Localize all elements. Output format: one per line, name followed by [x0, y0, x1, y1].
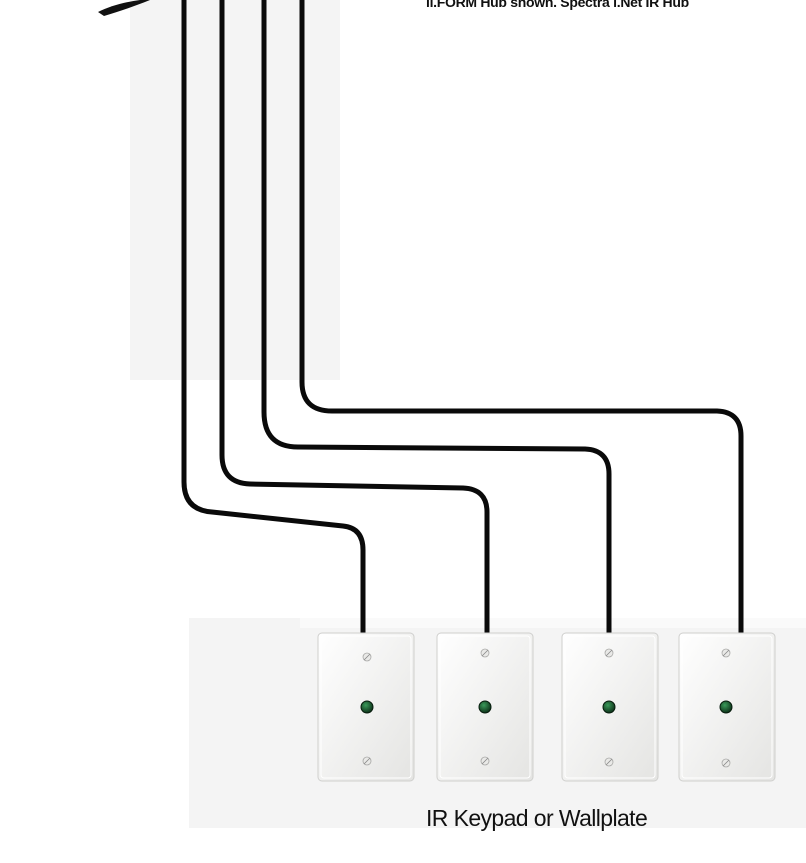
- wallplate-2: [437, 633, 533, 781]
- wallplate-4: [679, 633, 775, 781]
- ir-receiver-icon: [603, 701, 615, 713]
- wallplate-3: [562, 633, 658, 781]
- wallplate-background-inner: [300, 618, 806, 628]
- device-caption: IR Keypad or Wallplate: [426, 805, 647, 832]
- ir-receiver-icon: [720, 701, 732, 713]
- cable-4: [302, 0, 741, 640]
- ir-receiver-icon: [361, 701, 373, 713]
- ir-receiver-icon: [479, 701, 491, 713]
- wallplate-1: [318, 633, 414, 781]
- hub-background-panel: [130, 0, 340, 380]
- hub-caption: ii.FORM Hub shown. Spectra i.Net IR Hub: [426, 0, 689, 10]
